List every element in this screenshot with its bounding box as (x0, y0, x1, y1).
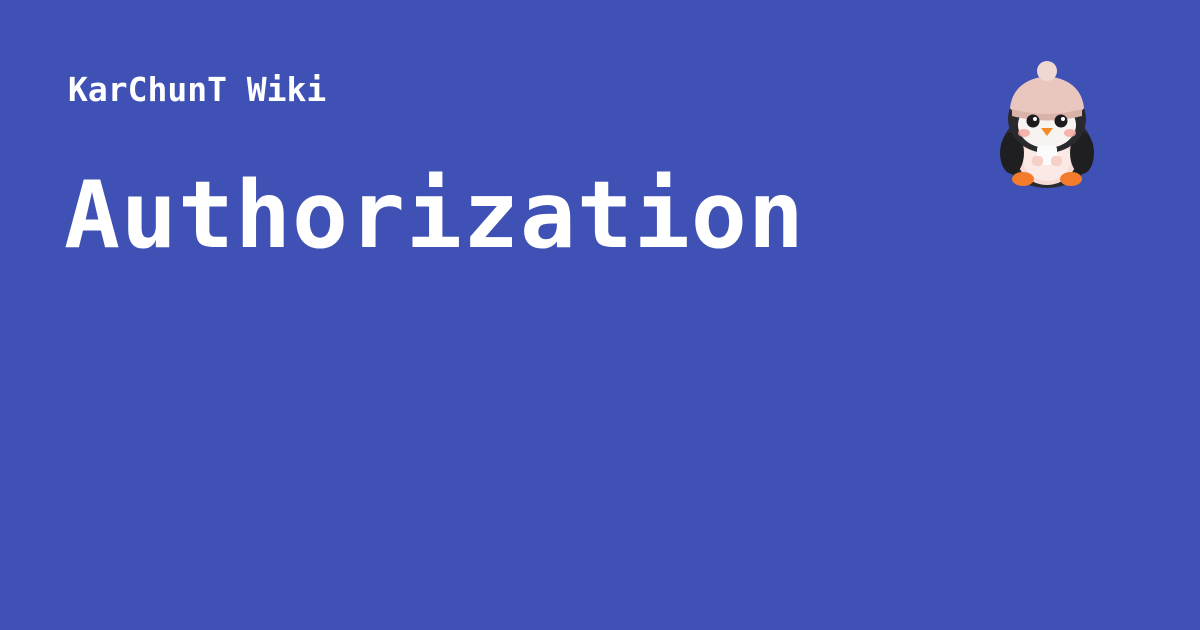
site-name: KarChunT Wiki (68, 70, 327, 109)
page-title: Authorization (64, 161, 805, 269)
penguin-mascot-icon (990, 58, 1105, 190)
